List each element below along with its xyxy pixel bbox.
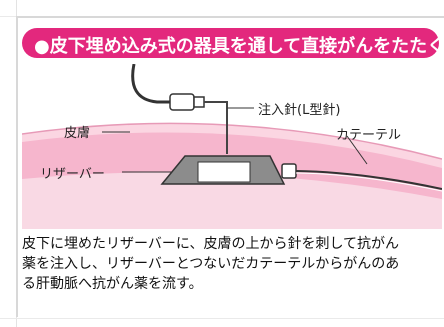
- label-skin: 皮膚: [64, 126, 91, 141]
- banner-title: ●皮下埋め込み式の器具を通して直接がんをたたく: [34, 36, 444, 57]
- injection-tube: [131, 63, 172, 104]
- skin-surface-line: [21, 122, 443, 160]
- title-banner: ●皮下埋め込み式の器具を通して直接がんをたたく: [22, 28, 444, 58]
- needle-hub-cap: [193, 96, 205, 108]
- diagram-svg: [21, 63, 443, 229]
- label-needle: 注入針(L型針): [258, 103, 341, 118]
- description-line: 皮下に埋めたリザーバーに、皮膚の上から針を刺して抗がん: [22, 236, 400, 252]
- catheter-tube-inner: [295, 172, 443, 192]
- label-reservoir: リザーバー: [40, 167, 105, 182]
- reservoir-window: [197, 161, 251, 183]
- label-catheter: カテーテル: [336, 128, 402, 143]
- description-line: る肝動脈へ抗がん薬を流す。: [22, 276, 203, 292]
- description-text: 皮下に埋めたリザーバーに、皮膚の上から針を刺して抗がん 薬を注入し、リザーバーと…: [22, 234, 442, 294]
- subcutaneous-layer: [22, 172, 442, 229]
- reservoir-diagram: [21, 63, 443, 233]
- l-needle: [204, 101, 228, 154]
- catheter-connector: [281, 163, 297, 179]
- catheter-leader: [346, 135, 368, 165]
- catheter-tube: [295, 170, 443, 190]
- needle-hub: [169, 93, 195, 111]
- description-line: 薬を注入し、リザーバーとつないだカテーテルからがんのあ: [22, 256, 400, 272]
